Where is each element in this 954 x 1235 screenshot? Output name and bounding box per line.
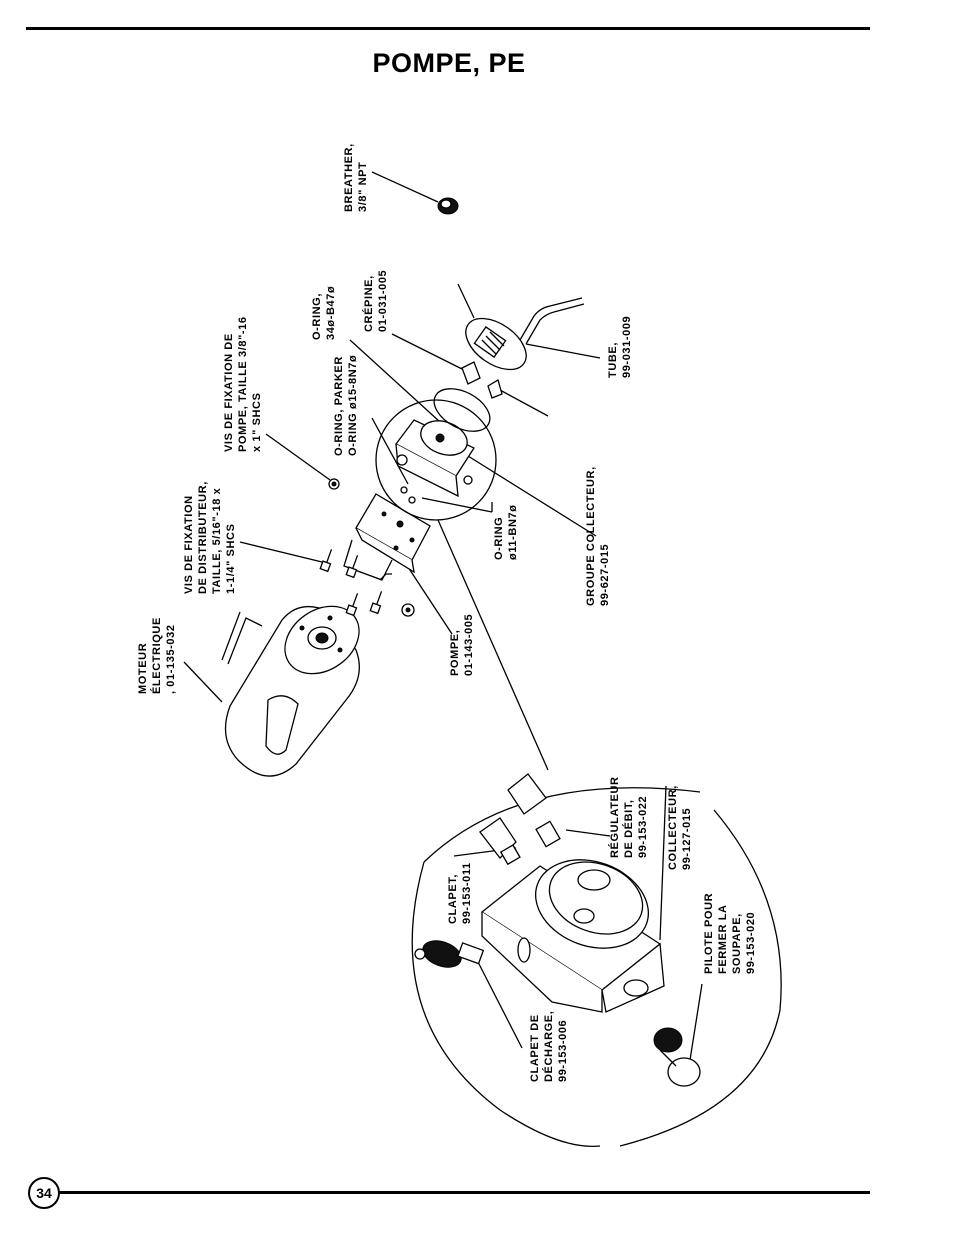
- distributor-screws: [319, 478, 415, 617]
- label-crepine: CRÉPINE,01-031-005: [362, 270, 389, 332]
- bottom-rule: [56, 1191, 870, 1194]
- label-o-ring-34: O-RING,34ø-B47ø: [311, 286, 337, 340]
- label-breather: BREATHER,3/8" NPT: [343, 143, 369, 212]
- label-pompe: POMPE,01-143-005: [449, 614, 475, 676]
- flow-regulator-part: [507, 773, 561, 848]
- label-clapet: CLAPET,99-153-011: [447, 862, 473, 924]
- relief-valve-part: [414, 940, 485, 968]
- pump: [343, 493, 431, 581]
- top-rule: [26, 27, 870, 30]
- manifold-group-detail: [375, 399, 497, 521]
- label-tube: TUBE,99-031-009: [607, 316, 633, 378]
- tube-part: [519, 297, 585, 345]
- strainer: [461, 317, 527, 399]
- check-valve-part: [479, 817, 521, 866]
- o-ring-34-part: [433, 388, 491, 432]
- manifold-detail: [411, 787, 782, 1148]
- label-collecteur: COLLECTEUR,99-127-015: [667, 785, 693, 870]
- label-groupe-collecteur: GROUPE COLLECTEUR,99-627-015: [585, 466, 611, 606]
- page-title: POMPE, PE: [372, 48, 526, 78]
- pilot-valve-part: [653, 1027, 701, 1087]
- page-number: 34: [28, 1177, 60, 1209]
- breather-part: [437, 197, 459, 215]
- electric-motor: [221, 605, 360, 777]
- detail-connector: [437, 519, 549, 771]
